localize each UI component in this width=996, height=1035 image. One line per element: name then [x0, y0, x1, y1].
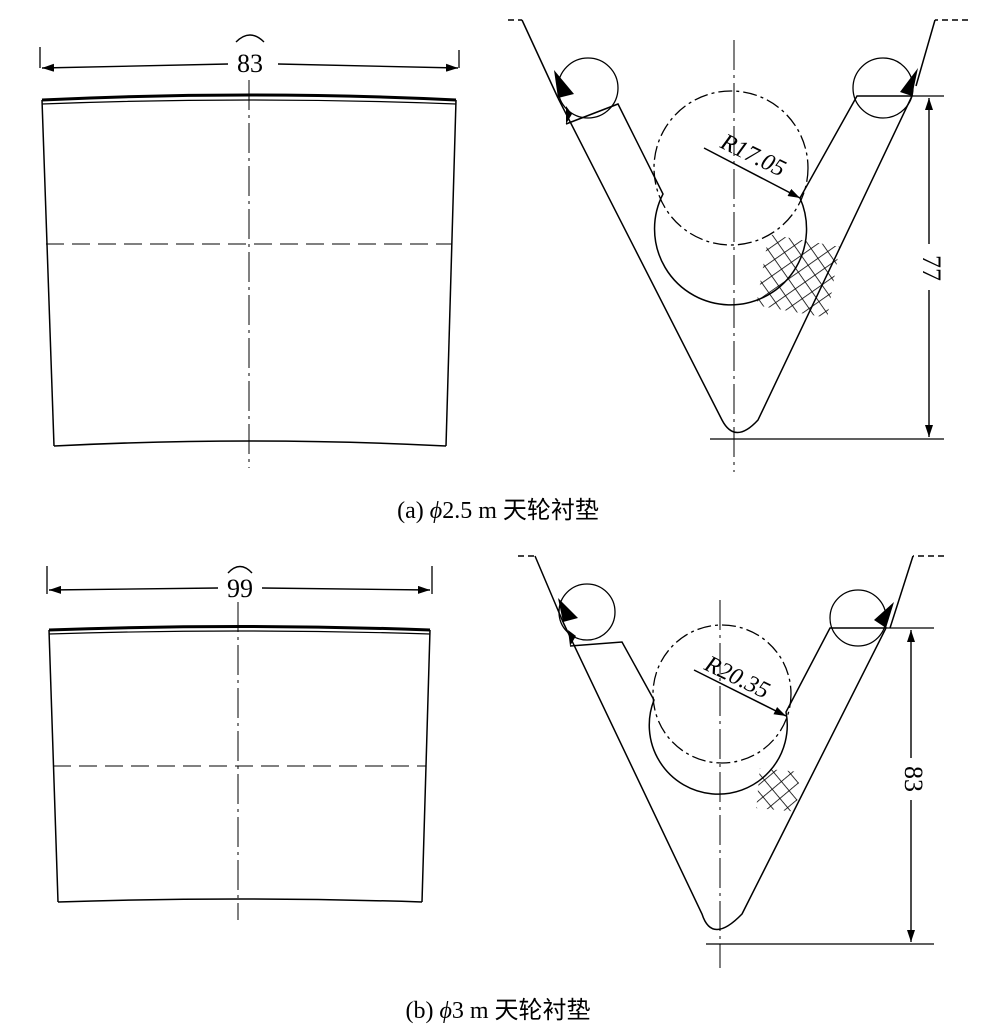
figure-b-arc-width-label: 99: [227, 574, 253, 603]
figure-b-caption: (b) ϕ3 m 天轮衬垫: [405, 997, 590, 1024]
figure-a-hatch-mark: [756, 234, 840, 318]
figure-b-hatch-mark: [756, 768, 800, 812]
figure-b-liner-outline: [562, 621, 888, 931]
figure-b-depth-label: 83: [899, 766, 928, 792]
figure-b-rope-left: [558, 583, 616, 641]
figure-a-depth-label: 77: [917, 255, 946, 281]
figure-b-radius-label: R20.35: [700, 651, 774, 705]
figure-a-section-view: [508, 19, 968, 472]
figure-b-section-view: [518, 555, 944, 968]
figure-a-caption: (a) ϕ2.5 m 天轮衬垫: [397, 497, 599, 524]
figure-a-front-view: [39, 34, 460, 468]
figure-b-groove-circle: [652, 624, 792, 764]
figure-a-radius-label: R17.05: [716, 129, 790, 183]
figure-a-arc-width-label: 83: [237, 49, 263, 78]
figure-b-front-view: [46, 565, 433, 920]
figure-a-groove-circle: [653, 90, 809, 246]
